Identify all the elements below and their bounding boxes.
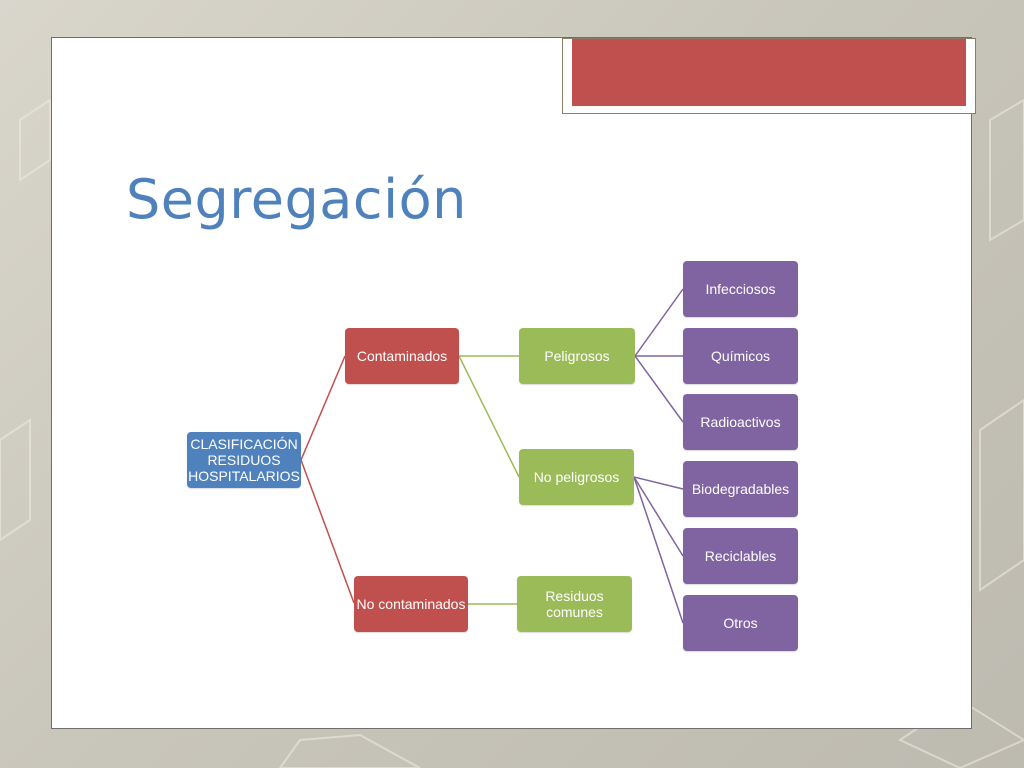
connector-root-no-contaminados [300, 459, 355, 604]
accent-bar [572, 39, 966, 106]
connector-no-peligrosos-biodegradables [633, 476, 684, 490]
node-root-label: CLASIFICACIÓN RESIDUOS HOSPITALARIOS [188, 436, 300, 484]
connector-peligrosos-infecciosos [634, 288, 684, 357]
connector-root-contaminados [300, 355, 346, 461]
node-radioactivos: Radioactivos [683, 394, 798, 450]
accent-frame [562, 38, 976, 114]
node-peligrosos-label: Peligrosos [544, 348, 610, 364]
node-residuos-comunes: Residuos comunes [517, 576, 632, 632]
node-biodegradables: Biodegradables [683, 461, 798, 517]
connector-peligrosos-radioactivos [634, 355, 684, 423]
node-quimicos-label: Químicos [710, 348, 771, 364]
node-no-contaminados-label: No contaminados [356, 596, 466, 612]
node-otros: Otros [683, 595, 798, 651]
node-no-peligrosos: No peligrosos [519, 449, 634, 505]
connector-no-peligrosos-otros [633, 476, 684, 624]
connector-no-peligrosos-reciclables [633, 476, 684, 557]
node-no-contaminados: No contaminados [354, 576, 468, 632]
node-biodegradables-label: Biodegradables [691, 481, 790, 497]
slide-title: Segregación [126, 168, 467, 231]
node-peligrosos: Peligrosos [519, 328, 635, 384]
node-infecciosos: Infecciosos [683, 261, 798, 317]
node-contaminados: Contaminados [345, 328, 459, 384]
node-reciclables-label: Reciclables [704, 548, 777, 564]
node-residuos-comunes-label: Residuos comunes [545, 588, 604, 620]
connector-contaminados-no-peligrosos [458, 355, 520, 478]
node-quimicos: Químicos [683, 328, 798, 384]
node-contaminados-label: Contaminados [356, 348, 448, 364]
slide-panel [51, 37, 976, 729]
node-otros-label: Otros [723, 615, 758, 631]
node-no-peligrosos-label: No peligrosos [533, 469, 620, 485]
node-infecciosos-label: Infecciosos [705, 281, 776, 297]
node-radioactivos-label: Radioactivos [700, 414, 781, 430]
node-reciclables: Reciclables [683, 528, 798, 584]
node-root-clasificacion: CLASIFICACIÓN RESIDUOS HOSPITALARIOS [187, 432, 301, 488]
